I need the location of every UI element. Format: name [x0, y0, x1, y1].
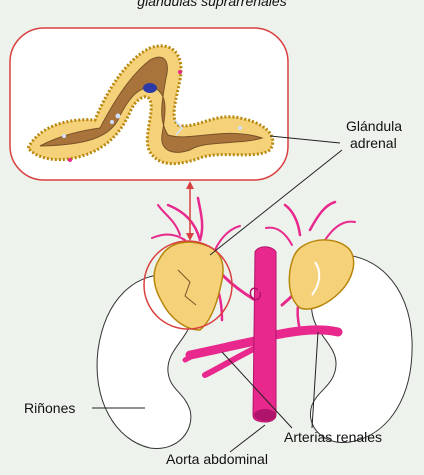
- label-adrenal-line2: adrenal: [350, 135, 397, 151]
- label-abdominal-aorta: Aorta abdominal: [166, 451, 268, 467]
- label-renal-arteries: Arterias renales: [284, 429, 382, 445]
- abdominal-aorta: [253, 247, 276, 422]
- diagram-caption: glándulas suprarrenales: [0, 0, 424, 9]
- label-kidneys: Riñones: [24, 400, 75, 416]
- label-adrenal-line1: Glándula: [346, 118, 402, 134]
- central-vein: [143, 83, 157, 93]
- aorta-lumen: [254, 409, 276, 421]
